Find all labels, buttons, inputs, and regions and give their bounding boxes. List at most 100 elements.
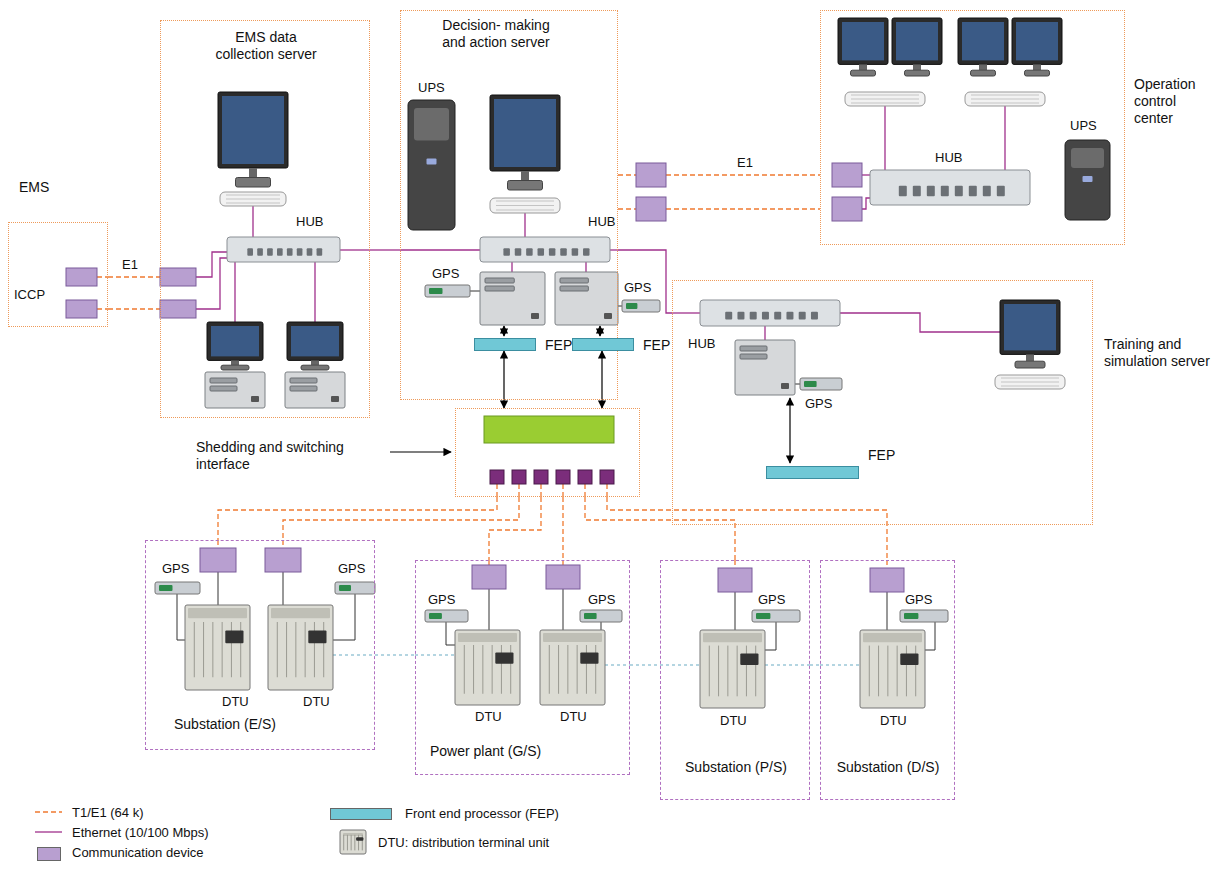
wire	[470, 291, 480, 292]
dtu-icon-part	[897, 646, 898, 697]
dtu-icon-part	[340, 830, 366, 854]
keyboard-icon-part	[1001, 378, 1059, 379]
wire	[601, 622, 602, 630]
wire	[340, 250, 370, 251]
dtu-icon-part	[458, 633, 517, 642]
ups-icon	[408, 100, 455, 230]
hub-icon-part	[983, 186, 991, 197]
wire-part	[820, 664, 860, 665]
wire	[400, 250, 480, 251]
dtu-icon-part	[240, 622, 241, 677]
wire	[512, 262, 513, 272]
wire	[765, 326, 766, 340]
monitor-icon	[892, 18, 942, 76]
keyboard-icon-part	[845, 92, 925, 106]
gps-icon-part	[626, 303, 637, 309]
ups-icon-part	[1083, 176, 1093, 182]
keyboard-icon	[965, 92, 1045, 106]
dtu-icon-part	[314, 622, 315, 677]
communication-device	[636, 163, 666, 187]
substation-box: Substation (D/S)	[820, 560, 955, 800]
hub-icon	[227, 237, 340, 262]
node-label: FEP	[868, 447, 908, 464]
communication-device	[160, 300, 196, 318]
device-label: DTU	[475, 709, 502, 725]
hub-icon-part	[762, 312, 769, 320]
device-label: GPS	[624, 280, 651, 296]
wire	[795, 384, 800, 385]
wire	[196, 258, 227, 309]
wire-part	[840, 313, 1000, 332]
wire-part	[234, 262, 235, 322]
monitor-icon	[218, 92, 288, 187]
wire	[586, 262, 587, 272]
computer-icon-part	[485, 286, 514, 291]
communication-device-part	[832, 197, 862, 221]
dtu-icon-part	[464, 645, 465, 694]
hub-icon-part	[997, 186, 1005, 197]
communication-device	[832, 197, 862, 221]
monitor-icon	[1012, 18, 1062, 76]
gps-icon	[752, 610, 800, 622]
communication-device-part	[636, 163, 666, 187]
monitor-icon-part	[508, 181, 543, 191]
interface-unit-part	[490, 470, 504, 484]
dtu-icon-part	[362, 835, 363, 851]
wire-part	[1004, 106, 1005, 170]
wire	[446, 622, 455, 645]
monitor-icon-part	[859, 64, 867, 70]
wire-part	[795, 384, 800, 385]
keyboard-icon-part	[490, 198, 560, 213]
device-label: GPS	[162, 561, 189, 577]
dtu-icon-part	[718, 646, 719, 697]
wire-part	[606, 484, 607, 497]
gps-icon-part	[335, 582, 375, 594]
dtu-icon	[540, 630, 605, 705]
hub-icon-part	[480, 237, 610, 262]
gps-icon	[425, 285, 470, 297]
node-label: Training and simulation server	[1104, 336, 1212, 370]
dtu-icon	[700, 630, 765, 708]
gps-icon-part	[900, 610, 948, 622]
ups-icon-part	[1071, 148, 1104, 168]
hub-icon-part	[297, 248, 303, 256]
communication-device-part	[66, 268, 97, 286]
device-label: GPS	[758, 592, 785, 608]
monitor-icon	[207, 322, 263, 370]
legend-text: DTU: distribution terminal unit	[378, 835, 549, 851]
legend-swatch	[37, 847, 61, 861]
wire	[605, 665, 630, 666]
ups-icon	[1065, 140, 1110, 220]
monitor-icon-part	[971, 70, 996, 76]
computer-icon-part	[560, 286, 588, 291]
wire	[333, 655, 375, 656]
hub-icon-part	[774, 312, 781, 320]
computer-icon-part	[331, 396, 339, 402]
computer-icon-part	[290, 378, 317, 383]
wire-part	[503, 326, 504, 336]
dtu-icon-part	[356, 837, 363, 841]
device-label: GPS	[805, 396, 832, 412]
wire	[765, 622, 776, 650]
wire-part	[884, 106, 885, 170]
wire	[885, 106, 886, 170]
device-label: DTU	[880, 713, 907, 729]
device-label: HUB	[296, 214, 323, 230]
monitor-icon-part	[913, 64, 921, 70]
edge-label: E1	[120, 257, 140, 273]
computer-icon-part	[485, 278, 514, 283]
wire-part	[217, 540, 218, 548]
device-label: GPS	[428, 592, 455, 608]
node-label: FEP	[643, 337, 683, 354]
wire	[1005, 106, 1006, 170]
communication-device	[636, 197, 666, 221]
wire	[489, 589, 490, 630]
hub-icon-part	[503, 248, 510, 256]
hub-icon-part	[941, 186, 949, 197]
keyboard-icon-part	[851, 99, 919, 100]
monitor-icon-part	[221, 365, 249, 370]
computer-icon-part	[210, 386, 237, 391]
gps-icon-part	[800, 378, 842, 390]
monitor-icon-part	[1025, 70, 1050, 76]
